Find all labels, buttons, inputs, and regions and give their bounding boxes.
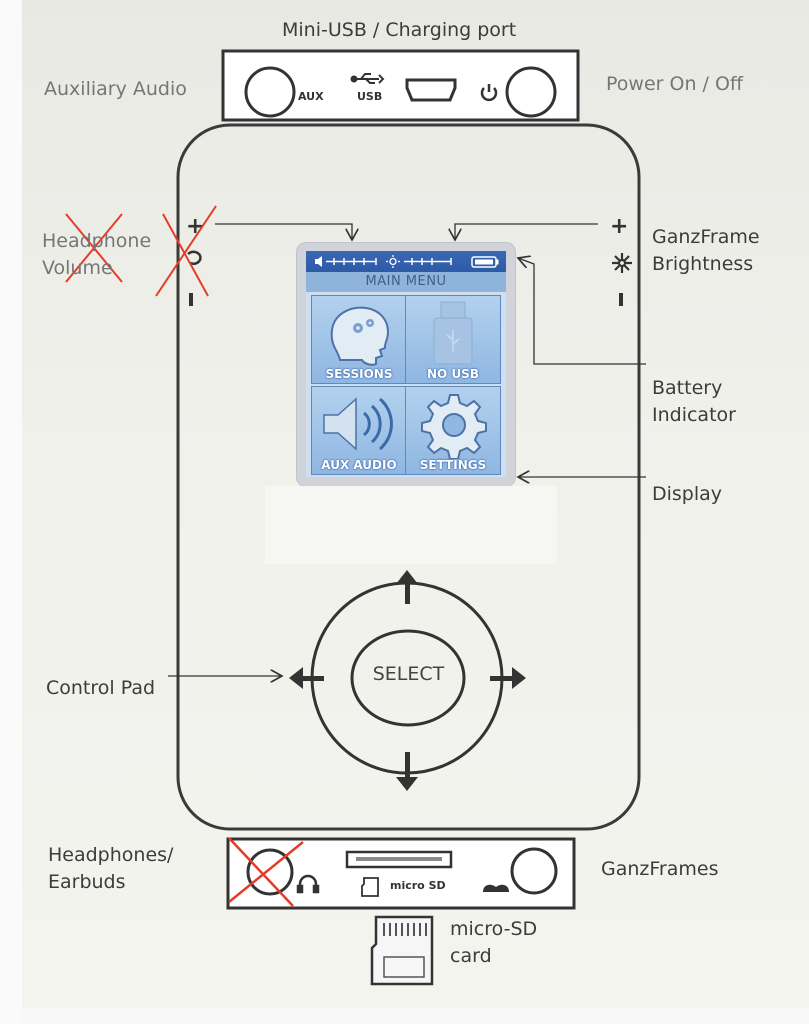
top-port-panel [221, 49, 580, 122]
gear-icon [421, 394, 487, 459]
headphones-label: Headphones/ Earbuds [48, 842, 173, 896]
ganzframes-jack [510, 847, 558, 895]
speaker-volume-icon [315, 256, 322, 267]
brightness-label: GanzFrame Brightness [652, 224, 760, 278]
micro-sd-slot [345, 850, 453, 869]
battery-icon [471, 256, 499, 268]
brightness-icon [612, 253, 632, 273]
arrow-down-icon [396, 752, 418, 791]
headphone-volume-icon [187, 250, 202, 265]
device-display: MAIN MENU SESSIONS NO USB [297, 243, 515, 486]
no-usb-tile[interactable]: NO USB [405, 295, 501, 384]
paper-patch [265, 486, 557, 564]
ganzframes-icon [483, 884, 509, 892]
headphone-volume-label: Headphone Volume [42, 228, 151, 282]
bottom-port-panel [226, 837, 576, 910]
brightness-sun-icon [386, 255, 400, 268]
headphone-volume-label-line1: Headphone [42, 230, 152, 252]
power-button [505, 66, 557, 118]
page-margin [0, 0, 22, 1024]
battery-label-line2: Indicator [652, 404, 736, 426]
micro-sd-card-label: micro-SD card [450, 916, 537, 970]
brightness-arrow [455, 223, 598, 240]
brightness-label-line2: Brightness [652, 253, 754, 275]
display-label: Display [652, 483, 723, 505]
page-bottom-edge [22, 1008, 809, 1024]
battery-indicator-label: Battery Indicator [652, 375, 736, 429]
headphones-label-line1: Headphones/ [48, 844, 174, 866]
micro-sd-card [370, 915, 434, 986]
display-panel: MAIN MENU SESSIONS NO USB [306, 251, 506, 477]
arrow-right-icon [490, 667, 526, 689]
power-icon [480, 84, 498, 102]
battery-arrow [518, 258, 646, 365]
aux-jack [244, 66, 296, 118]
arrow-up-icon [396, 570, 418, 604]
sessions-tile[interactable]: SESSIONS [311, 295, 407, 384]
no-usb-label: NO USB [427, 367, 479, 381]
micro-sd-card-label-line2: card [450, 945, 492, 967]
select-button [350, 629, 466, 727]
micro-sd-card-label-line1: micro-SD [450, 918, 538, 940]
settings-label: SETTINGS [419, 458, 487, 472]
usb-stick-icon [433, 301, 473, 365]
brightness-slider [404, 258, 452, 265]
aux-port-label: AUX [298, 90, 324, 103]
usb-icon [350, 73, 385, 84]
brightness-label-line1: GanzFrame [652, 226, 760, 248]
micro-sd-slot-label: micro SD [390, 879, 446, 892]
headphone-volume-label-strike [65, 213, 123, 283]
sessions-label: SESSIONS [325, 367, 393, 381]
micro-sd-icon [361, 877, 379, 897]
battery-label-line1: Battery [652, 377, 723, 399]
volume-slider [326, 258, 377, 265]
headphone-volume-label-line2: Volume [42, 257, 113, 279]
control-pad-label: Control Pad [46, 677, 156, 699]
status-icons [315, 255, 499, 268]
usb-port [405, 78, 457, 102]
aux-audio-tile[interactable]: AUX AUDIO [311, 386, 407, 475]
headphones-label-line2: Earbuds [48, 871, 126, 893]
select-label: SELECT [372, 663, 445, 685]
headphone-jack-strike [228, 837, 304, 907]
ganzframes-label: GanzFrames [601, 858, 719, 880]
left-minus-button [189, 293, 193, 306]
sessions-head-icon [330, 306, 390, 366]
headphone-volume-arrow [215, 223, 352, 240]
display-status-bar [306, 251, 506, 272]
right-minus-button [619, 293, 623, 306]
right-plus-button: + [610, 214, 628, 239]
aux-audio-label: AUX AUDIO [321, 458, 397, 472]
display-menu-title: MAIN MENU [306, 272, 506, 292]
volume-buttons-strike [155, 205, 217, 297]
headphone-icon [296, 874, 320, 894]
arrow-left-icon [289, 667, 324, 689]
auxiliary-audio-label: Auxiliary Audio [44, 78, 187, 100]
left-plus-button: + [186, 214, 204, 239]
headphone-jack [246, 848, 294, 896]
diagram-title: Mini-USB / Charging port [282, 19, 517, 41]
power-label: Power On / Off [606, 73, 744, 95]
settings-tile[interactable]: SETTINGS [405, 386, 501, 475]
usb-port-label: USB [357, 90, 383, 103]
speaker-icon [323, 397, 393, 451]
